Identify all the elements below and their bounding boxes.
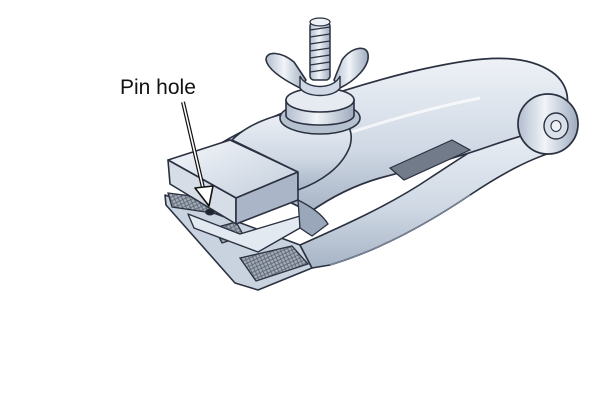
wing-nut [265,47,369,135]
callout-arrow [181,101,214,207]
callout-label: Pin hole [120,76,196,99]
threaded-stud [309,17,331,81]
hinge-pivot [517,93,579,155]
pin-hole [205,208,215,216]
